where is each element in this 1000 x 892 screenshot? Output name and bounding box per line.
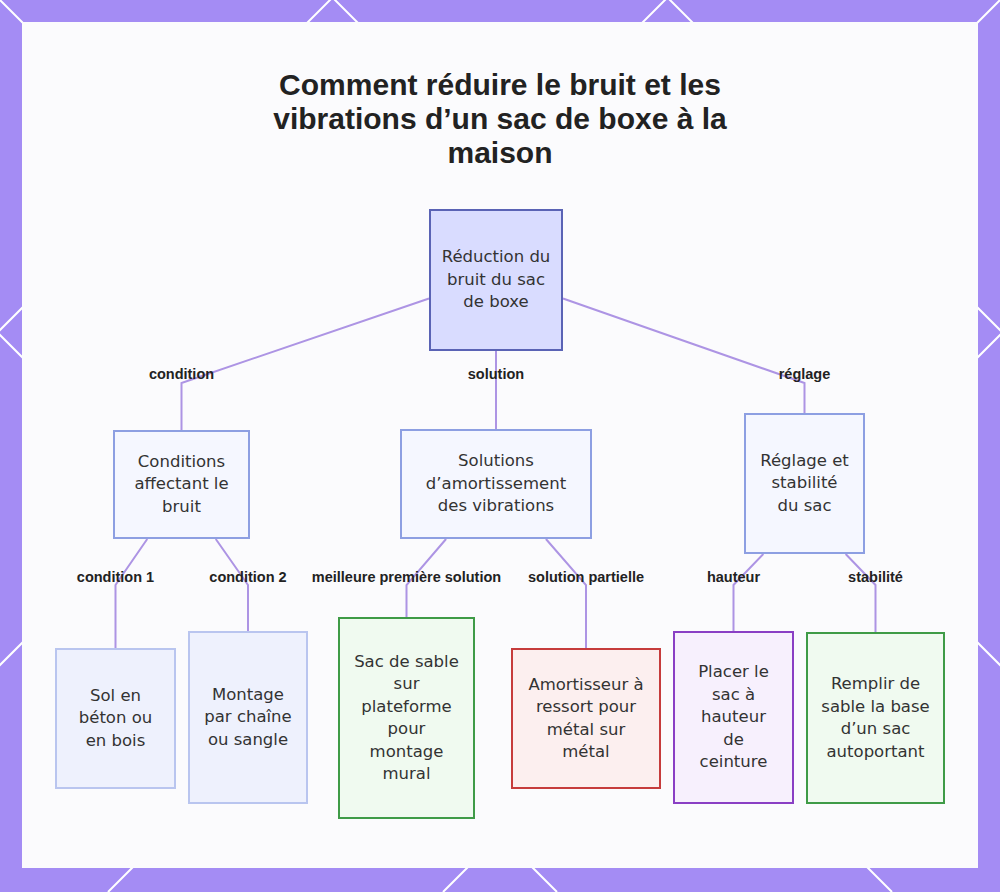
node-text: Solutions d’amortissement des vibrations (410, 450, 582, 518)
node-text: Réduction du bruit du sac de boxe (441, 246, 551, 314)
node-text: Amortisseur à ressort pour métal sur mét… (527, 674, 645, 764)
node-text: Sol en béton ou en bois (69, 685, 162, 753)
best-solution-box: Sac de sable sur plateforme pour montage… (338, 617, 475, 819)
category-box: Réglage et stabilité du sac (744, 413, 865, 554)
node-text: Montage par chaîne ou sangle (204, 684, 292, 752)
condition-box: Sol en béton ou en bois (55, 648, 176, 789)
node-text: Remplir de sable la base d’un sac autopo… (818, 673, 933, 763)
adjustment-box: Placer le sac à hauteur de ceinture (673, 631, 794, 804)
connector-line (216, 539, 248, 631)
condition-box: Montage par chaîne ou sangle (188, 631, 308, 804)
node-text: Conditions affectant le bruit (123, 451, 240, 519)
stability-box: Remplir de sable la base d’un sac autopo… (806, 632, 945, 804)
partial-solution-box: Amortisseur à ressort pour métal sur mét… (511, 648, 661, 789)
edge-label: condition 1 (77, 569, 154, 585)
edge-label: meilleure première solution (312, 569, 501, 585)
edge-label: solution (468, 366, 524, 382)
root-box: Réduction du bruit du sac de boxe (429, 209, 563, 351)
edge-label: réglage (779, 366, 831, 382)
connector-line (734, 554, 764, 631)
connector-line (563, 298, 805, 413)
category-box: Conditions affectant le bruit (113, 430, 250, 539)
node-text: Réglage et stabilité du sac (760, 450, 849, 518)
connector-line (495, 351, 497, 429)
edge-label: hauteur (707, 569, 760, 585)
edge-label: solution partielle (528, 569, 644, 585)
connector-line (846, 554, 876, 632)
node-text: Placer le sac à hauteur de ceinture (689, 661, 778, 774)
edge-label: stabilité (848, 569, 903, 585)
edge-label: condition 2 (209, 569, 286, 585)
edge-label: condition (149, 366, 214, 382)
category-box: Solutions d’amortissement des vibrations (400, 429, 592, 539)
node-text: Sac de sable sur plateforme pour montage… (352, 651, 461, 786)
diagram-title: Comment réduire le bruit et les vibratio… (245, 68, 755, 170)
connector-line (546, 539, 586, 648)
connector-line (116, 539, 148, 648)
connector-line (182, 298, 430, 430)
